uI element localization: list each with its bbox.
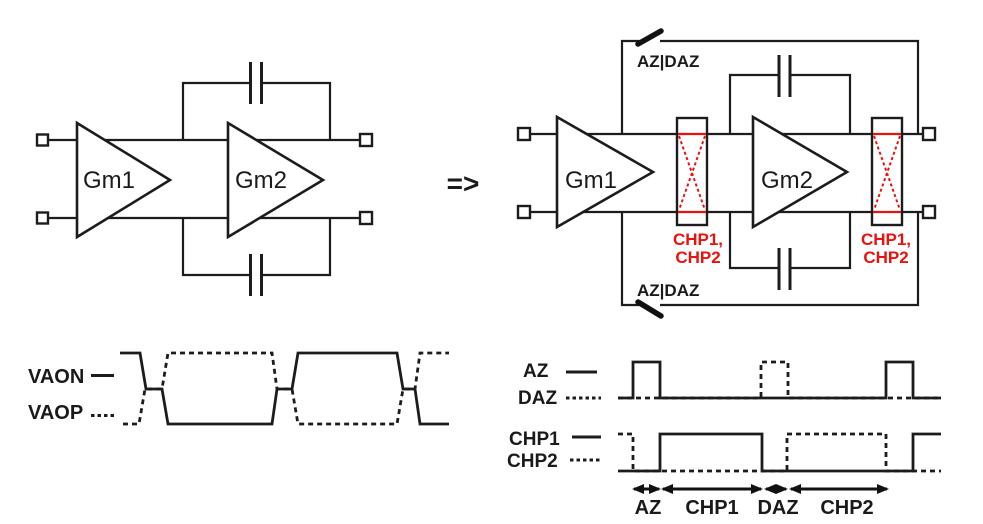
cap-wire-left xyxy=(181,218,251,277)
right-circuit: AZ|DAZ AZ|DAZ Gm1 Gm2 xyxy=(516,28,937,319)
chopper-cross-icon xyxy=(678,132,706,214)
transform-arrow: => xyxy=(447,168,480,199)
chp2-waveform xyxy=(618,432,941,473)
switch-arm-bottom-icon xyxy=(635,299,664,319)
cap-wire-left xyxy=(728,73,779,134)
cap-wire-right xyxy=(790,73,852,134)
daz-label: DAZ xyxy=(518,388,557,409)
cap-wire-right xyxy=(790,212,852,270)
chopper-box xyxy=(675,116,709,227)
chopper-cross-icon xyxy=(873,132,901,214)
amplifier-gm1-label: Gm1 xyxy=(83,167,135,194)
cap-wire-left xyxy=(728,212,779,270)
output-terminal-bottom xyxy=(358,210,374,226)
chopper-label-line2: CHP2 xyxy=(675,248,720,267)
chopper-1: CHP1, CHP2 xyxy=(673,116,723,267)
feedback-capacitor-top xyxy=(728,55,852,134)
vaon-label: VAON xyxy=(28,366,84,388)
feedback-capacitor-bottom xyxy=(728,212,852,290)
amplifier-gm1-label: Gm1 xyxy=(565,167,617,194)
feedback-capacitor-top xyxy=(181,62,332,140)
chp1-chp2-row: CHP1 CHP2 xyxy=(507,429,941,473)
phase-chp2-label: CHP2 xyxy=(820,497,873,519)
amplifier-gm2-label: Gm2 xyxy=(761,167,813,194)
left-circuit: Gm1 Gm2 xyxy=(35,62,374,296)
input-terminal-bottom xyxy=(35,211,50,225)
input-terminal-top xyxy=(516,126,532,142)
output-terminal-bottom xyxy=(921,204,937,220)
chopper-label: CHP1, CHP2 xyxy=(673,230,723,267)
switch-bottom-label: AZ|DAZ xyxy=(637,281,699,300)
chp2-label: CHP2 xyxy=(507,451,558,472)
input-terminal-top xyxy=(35,133,50,147)
cap-wire-right xyxy=(261,218,332,277)
az-label: AZ xyxy=(523,361,549,382)
switch-top-label: AZ|DAZ xyxy=(637,52,699,71)
output-terminal-top xyxy=(921,126,937,142)
cap-wire-left xyxy=(181,81,251,140)
chp1-waveform xyxy=(618,432,941,473)
chopper-label: CHP1, CHP2 xyxy=(861,230,911,267)
chopper-label-line1: CHP1, xyxy=(861,230,911,249)
az-daz-feedback-loop: AZ|DAZ AZ|DAZ xyxy=(620,28,920,319)
output-terminal-top xyxy=(358,132,374,148)
cap-wire-right xyxy=(261,81,332,140)
phase-az-label: AZ xyxy=(635,497,662,519)
phase-daz-label: DAZ xyxy=(757,497,798,519)
chopper-label-line2: CHP2 xyxy=(863,248,908,267)
chopper-box xyxy=(870,116,904,227)
phase-chp1-label: CHP1 xyxy=(685,497,738,519)
loop-top-right xyxy=(660,39,920,134)
switch-arm-top-icon xyxy=(635,28,664,47)
chp1-label: CHP1 xyxy=(509,429,560,450)
input-terminal-bottom xyxy=(516,204,532,220)
az-waveform xyxy=(618,360,941,400)
amplifier-gm1 xyxy=(555,114,656,230)
amplifier-gm2 xyxy=(751,114,850,230)
loop-bottom-right xyxy=(660,212,920,307)
az-daz-row: AZ DAZ xyxy=(518,360,941,409)
left-timing-diagram: VAON VAOP xyxy=(28,351,449,426)
amplifier-gm2 xyxy=(226,120,326,240)
chopper-2: CHP1, CHP2 xyxy=(861,116,911,267)
phase-intervals: AZ CHP1 DAZ CHP2 xyxy=(632,484,889,519)
vaon-waveform xyxy=(120,351,449,426)
right-timing-diagram: AZ DAZ CHP1 CHP2 AZ CHP1 DAZ CHP2 xyxy=(507,360,941,519)
daz-waveform xyxy=(618,360,941,400)
amplifier-gm1 xyxy=(75,120,173,240)
chopper-label-line1: CHP1, xyxy=(673,230,723,249)
amplifier-gm2-label: Gm2 xyxy=(235,167,287,194)
loop-top-left xyxy=(620,39,641,134)
loop-bottom-left xyxy=(620,212,641,307)
feedback-capacitor-bottom xyxy=(181,218,332,296)
vaop-label: VAOP xyxy=(28,402,83,424)
